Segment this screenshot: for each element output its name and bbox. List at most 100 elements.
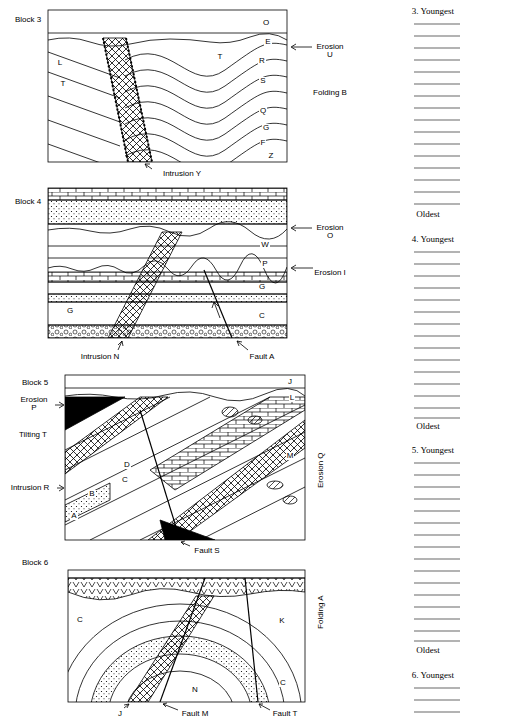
answer-heading: Oldest [415, 210, 441, 219]
answer-heading: 4. Youngest [411, 235, 455, 244]
leader-arrow [291, 225, 313, 231]
map-label: Erosion I [312, 269, 348, 277]
map-label: C [258, 312, 266, 320]
fold-line [125, 91, 287, 124]
intrusion [128, 596, 214, 702]
leader-arrow [237, 341, 248, 350]
nodule [222, 407, 238, 417]
fold-line [125, 75, 287, 108]
answer-heading: Oldest [415, 422, 441, 431]
nodule [283, 496, 297, 504]
block-4-strata [48, 188, 287, 338]
map-label: P [261, 260, 268, 268]
leader-arrow [259, 704, 270, 710]
map-label: G [262, 124, 270, 132]
map-label: Intrusion N [80, 353, 121, 361]
map-label: Tilting T [18, 431, 48, 439]
leader-arrow [181, 541, 190, 546]
block-5-strata [65, 388, 305, 540]
erosion-surface [48, 34, 287, 46]
block-6-strata [68, 578, 305, 702]
answer-heading: 5. Youngest [411, 446, 455, 455]
map-label: Q [259, 107, 267, 115]
tilted-layers [65, 397, 305, 540]
answer-lines [414, 24, 460, 712]
map-label: Block 5 [21, 379, 49, 387]
fold-line [125, 43, 287, 76]
leader-arrow [291, 44, 313, 50]
answer-line [414, 688, 460, 712]
map-label: F [260, 139, 267, 147]
nodule [248, 416, 262, 424]
block-frame [48, 10, 287, 162]
map-label: D [123, 461, 131, 469]
map-label: Block 3 [14, 16, 42, 24]
block-frame [65, 375, 305, 540]
map-label: K [278, 617, 285, 625]
leader-arrow [163, 703, 178, 710]
map-label: G [66, 307, 74, 315]
block-3-strata [48, 33, 287, 162]
map-label: G [258, 283, 266, 291]
map-label: Folding A [318, 594, 326, 629]
map-label: Block 6 [21, 559, 49, 567]
map-label: Fault S [193, 547, 220, 555]
map-label: Fault T [272, 710, 299, 718]
sandstone-layer [48, 200, 287, 224]
leader-arrow [118, 341, 123, 350]
limestone-layer [48, 188, 287, 200]
answer-heading: Oldest [415, 646, 441, 655]
block-3 [48, 10, 313, 172]
map-label: R [258, 57, 266, 65]
contact-ticks [103, 38, 152, 162]
intrusion [108, 232, 182, 338]
map-label: B [88, 490, 95, 498]
map-label: C [76, 616, 84, 624]
answer-heading: 6. Youngest [411, 671, 455, 680]
map-label: C [121, 476, 129, 484]
answer-line [414, 463, 460, 641]
leader-arrow [291, 265, 313, 271]
map-label: N [191, 686, 199, 694]
conglomerate-layer [48, 325, 287, 338]
fold-line [125, 107, 287, 140]
block-frame [48, 188, 287, 338]
map-label: O [262, 19, 270, 27]
layer-line [48, 302, 287, 325]
intrusion [103, 38, 152, 162]
leader-arrow [145, 164, 152, 169]
map-label: J [117, 710, 123, 718]
map-label: Block 4 [14, 198, 42, 206]
block-frame [68, 570, 305, 702]
map-label: C [279, 679, 287, 687]
sandstone-layer [48, 294, 287, 302]
map-label: Z [268, 152, 275, 160]
map-label: Intrusion Y [162, 170, 202, 178]
map-label: Erosion P [16, 396, 52, 413]
map-label: Intrusion R [10, 484, 51, 492]
map-label: Fault M [181, 710, 210, 718]
layer-line [48, 282, 287, 294]
leader-arrow [55, 402, 64, 408]
layer-line [48, 33, 287, 34]
limestone-layer [48, 272, 287, 282]
map-label: Erosion Q [317, 451, 325, 489]
answer-line [414, 24, 460, 204]
sandstone-layer [65, 483, 110, 522]
map-label: W [260, 241, 270, 249]
map-label: Fault A [249, 353, 276, 361]
fault-arrow [212, 302, 220, 318]
leader-arrow [124, 704, 129, 708]
layer-line [65, 388, 305, 389]
map-label: J [287, 378, 293, 386]
volcanic-layer [68, 578, 305, 600]
block-6 [58, 570, 305, 724]
map-label: M [286, 452, 295, 460]
intrusion [148, 420, 305, 540]
map-label: Erosion O [312, 224, 348, 241]
black-layer [160, 520, 215, 540]
map-label: A [70, 512, 77, 520]
leader-arrow [57, 485, 64, 491]
map-label: S [259, 77, 266, 85]
map-label: L [57, 59, 63, 67]
